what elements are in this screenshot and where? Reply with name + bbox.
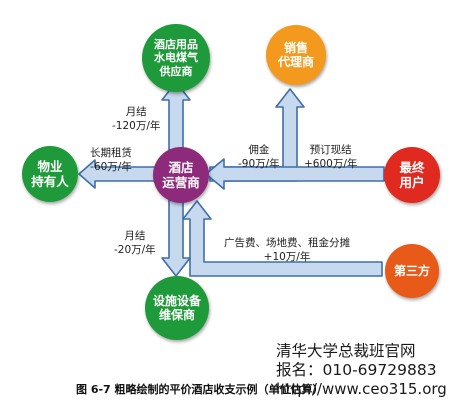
figure-caption: 图 6-7 粗略绘制的平价酒店收支示例（单位估算） bbox=[76, 383, 324, 396]
node-hotel-operator: 酒店 运营商 bbox=[153, 147, 209, 203]
sales-agent-label-2: 代理商 bbox=[277, 55, 314, 69]
facility-label-1: 设施设备 bbox=[152, 293, 201, 308]
property-owner-label-2: 持有人 bbox=[31, 174, 69, 189]
arrow-to-property-owner bbox=[78, 159, 158, 189]
suppliers-label-1: 酒店用品 bbox=[154, 38, 198, 52]
node-sales-agent: 销售 代理商 bbox=[266, 25, 326, 85]
watermark-line-1: 清华大学总裁班官网 bbox=[276, 342, 416, 360]
suppliers-label-2: 水电煤气 bbox=[154, 51, 198, 65]
flow-label-end-user: 预订现结 +600万/年 bbox=[304, 144, 358, 171]
end-user-label-2: 用户 bbox=[399, 175, 425, 190]
end-user-label-1: 最终 bbox=[399, 160, 425, 175]
hotel-label-1: 酒店 bbox=[168, 160, 194, 175]
flow-label-facility: 月结 -20万/年 bbox=[114, 230, 156, 257]
arrow-from-third-party bbox=[182, 200, 383, 277]
node-property-owner: 物业 持有人 bbox=[22, 146, 78, 202]
arrow-to-facility bbox=[161, 199, 191, 277]
node-end-user: 最终 用户 bbox=[384, 147, 440, 203]
watermark-line-3: http://www.ceo315.org bbox=[276, 380, 447, 398]
sales-agent-label-1: 销售 bbox=[283, 40, 308, 55]
flow-label-third-party: 广告费、场地费、租金分摊 +10万/年 bbox=[224, 237, 350, 264]
node-third-party: 第三方 bbox=[385, 244, 439, 298]
facility-label-2: 维保商 bbox=[158, 308, 195, 322]
flow-label-property-owner: 长期租赁 -60万/年 bbox=[90, 147, 132, 174]
flow-label-commission: 佣金 -90万/年 bbox=[238, 144, 280, 171]
flow-label-suppliers: 月结 -120万/年 bbox=[112, 106, 161, 133]
watermark-line-2: 报名：010-69729883 bbox=[276, 361, 437, 379]
arrow-to-suppliers bbox=[161, 81, 191, 151]
node-suppliers: 酒店用品 水电煤气 供应商 bbox=[142, 24, 210, 92]
node-facility-maintenance: 设施设备 维保商 bbox=[145, 276, 209, 340]
property-owner-label-1: 物业 bbox=[37, 159, 63, 174]
arrow-from-end-user bbox=[205, 158, 385, 190]
suppliers-label-3: 供应商 bbox=[159, 64, 193, 78]
third-party-label: 第三方 bbox=[393, 263, 430, 278]
hotel-label-2: 运营商 bbox=[162, 175, 200, 190]
